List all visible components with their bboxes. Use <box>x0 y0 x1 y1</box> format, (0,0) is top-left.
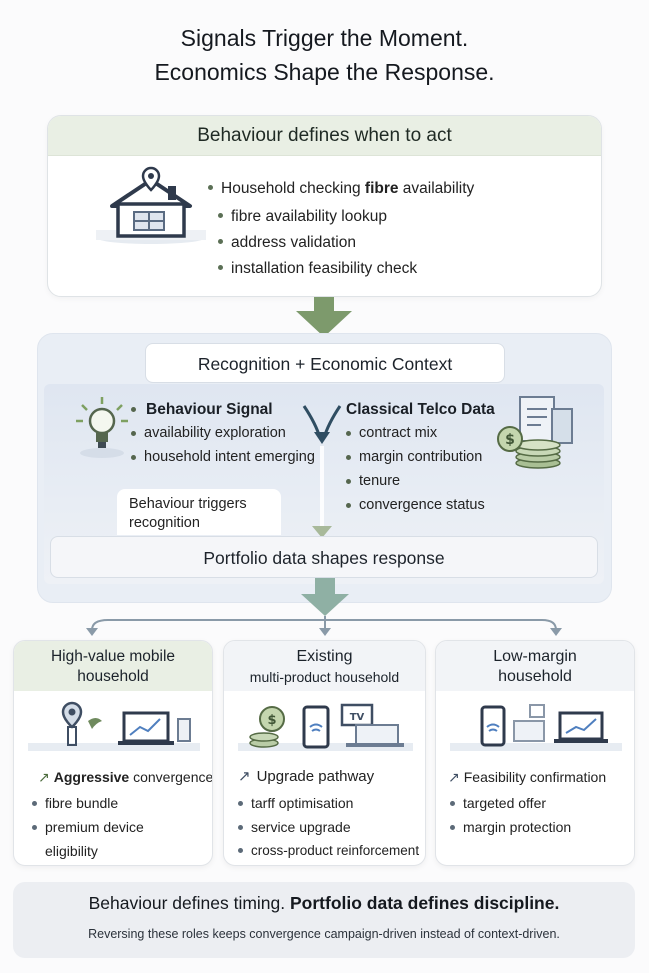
segment-title-line1: High-value mobile <box>50 648 176 665</box>
segment-card-low-margin: Low-margin household ↗Feasibility confir… <box>435 640 635 866</box>
segment-item: fibre bundle <box>32 791 212 815</box>
segment-item-text: fibre bundle <box>45 795 119 811</box>
segment-title-line2: household <box>77 668 149 685</box>
behaviour-signal-title: Behaviour Signal <box>131 401 315 419</box>
segment-card-header: Existing multi-product household <box>224 641 425 691</box>
telco-item-text: margin contribution <box>359 449 483 465</box>
svg-text:$: $ <box>267 713 276 728</box>
segment-lead: ↗Feasibility confirmation <box>448 769 607 785</box>
footer-panel: Behaviour defines timing. Portfolio data… <box>13 882 635 958</box>
segment-item-text: service upgrade <box>251 819 351 835</box>
segment-item-text: cross-product reinforcement <box>251 843 420 858</box>
behaviour-item: fibre availability lookup <box>218 204 387 230</box>
segment-item: tarff optimisation <box>238 791 425 815</box>
segment-card-header: Low-margin household <box>436 641 634 691</box>
coins-phone-tv-icon: $ TV <box>238 699 413 759</box>
behaviour-card-header: Behaviour defines when to act <box>48 116 601 156</box>
segment-lead: ↗Upgrade pathway <box>238 768 375 785</box>
telco-item: tenure <box>346 469 495 493</box>
signal-item-text: availability exploration <box>144 425 286 441</box>
behaviour-item-text: address validation <box>231 234 356 251</box>
triggers-label-box: Behaviour triggers recognition <box>117 489 281 535</box>
segment-lead: ↗Aggressive convergence <box>38 769 213 785</box>
behaviour-item: address validation <box>218 230 356 256</box>
segment-item-text: premium device <box>45 819 144 835</box>
footer-line2: Reversing these roles keeps convergence … <box>88 927 560 941</box>
segment-lead-rest: Feasibility confirmation <box>463 769 607 785</box>
segment-item: service upgrade <box>238 815 425 839</box>
svg-text:TV: TV <box>350 712 365 723</box>
footer-line1-bold: Portfolio data defines discipline. <box>290 893 560 913</box>
segment-card-existing: Existing multi-product household $ TV ↗U… <box>223 640 426 866</box>
documents-coins-icon: $ <box>496 393 580 471</box>
behaviour-lead-item: Household checking fibre availability <box>208 176 474 202</box>
behaviour-signal-column: Behaviour Signal availability exploratio… <box>131 401 315 469</box>
telco-item: margin contribution <box>346 445 495 469</box>
lead-prefix: Household checking <box>221 180 365 197</box>
segment-title-line1: Existing <box>296 648 353 665</box>
triggers-label-line1: Behaviour triggers <box>129 496 247 512</box>
footer-line1: Behaviour defines timing. Portfolio data… <box>13 893 635 914</box>
svg-text:$: $ <box>505 432 515 448</box>
phone-router-laptop-icon <box>450 699 622 759</box>
segment-item-continuation: eligibility <box>32 839 212 863</box>
segment-item: cross-product reinforcement <box>238 839 425 863</box>
signal-item: household intent emerging <box>131 445 315 469</box>
segment-lead-rest: convergence <box>129 769 213 785</box>
behaviour-item: installation feasibility check <box>218 256 417 282</box>
segment-item: margin protection <box>450 815 634 839</box>
house-pin-icon <box>96 166 206 246</box>
lead-suffix: availability <box>398 180 475 197</box>
behaviour-signal-title-text: Behaviour Signal <box>146 401 273 418</box>
telco-data-column: Classical Telco Data contract mix margin… <box>346 401 495 517</box>
signal-item: availability exploration <box>131 421 315 445</box>
segment-item-text: eligibility <box>45 843 98 859</box>
segment-title-line2: household <box>498 668 572 685</box>
down-arrow-icon <box>294 297 354 337</box>
segment-item: premium device <box>32 815 212 839</box>
segment-item-text: margin protection <box>463 819 572 835</box>
lightbulb-icon <box>72 393 132 459</box>
title-line-2: Economics Shape the Response. <box>154 59 495 85</box>
segment-item-text: tarff optimisation <box>251 795 354 811</box>
segment-title-line2: multi-product household <box>249 669 400 685</box>
telco-data-title: Classical Telco Data <box>346 401 495 418</box>
telco-item: convergence status <box>346 493 495 517</box>
recognition-header: Recognition + Economic Context <box>145 343 505 383</box>
segment-item: targeted offer <box>450 791 634 815</box>
telco-item-text: tenure <box>359 473 401 489</box>
segment-card-header: High-value mobile household <box>14 641 212 691</box>
title-line-1: Signals Trigger the Moment. <box>180 25 469 51</box>
footer-line1-prefix: Behaviour defines timing. <box>88 893 290 913</box>
signal-item-text: household intent emerging <box>144 449 315 465</box>
shapes-response-label: Portfolio data shapes response <box>50 536 598 578</box>
triggers-label-line2: recognition <box>129 515 200 531</box>
behaviour-item-text: installation feasibility check <box>231 260 418 277</box>
lead-bold: fibre <box>364 180 399 197</box>
behaviour-item-text: fibre availability lookup <box>231 208 387 225</box>
segment-lead-bold: Aggressive <box>53 769 130 785</box>
segment-lead-rest: Upgrade pathway <box>256 768 375 785</box>
segment-title-line1: Low-margin <box>493 648 577 665</box>
segment-card-high-value: High-value mobile household ↗Aggressive … <box>13 640 213 866</box>
telco-item: contract mix <box>346 421 495 445</box>
pin-phone-laptop-icon <box>28 699 200 759</box>
telco-item-text: contract mix <box>359 425 438 441</box>
telco-item-text: convergence status <box>359 497 485 513</box>
branch-arrows-icon <box>80 578 570 640</box>
merge-arrow-icon <box>300 400 344 540</box>
segment-item-text: targeted offer <box>463 795 547 811</box>
